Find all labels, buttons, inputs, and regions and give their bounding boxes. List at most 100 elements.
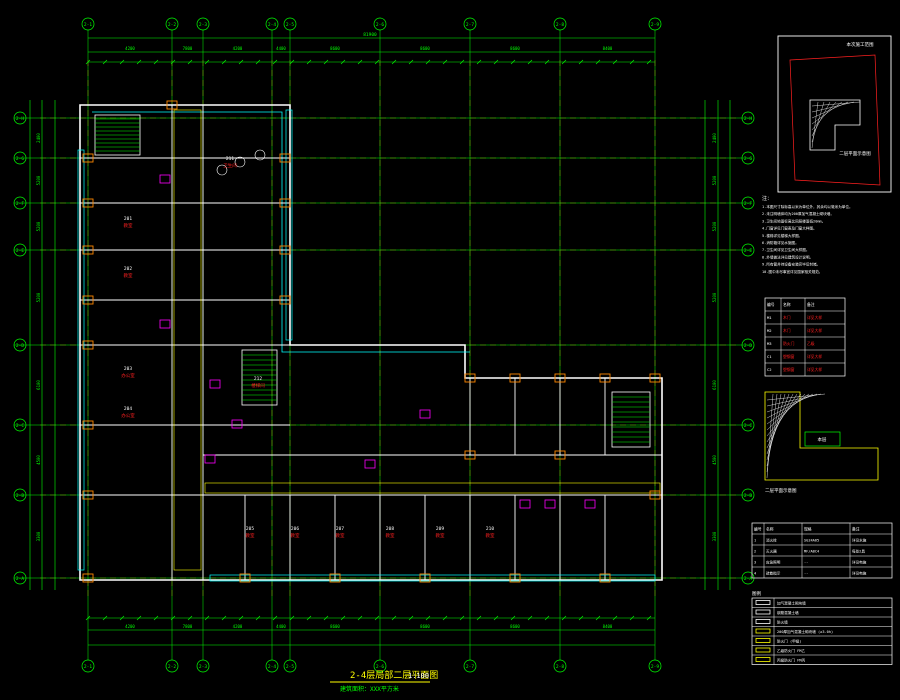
structural-column	[82, 420, 94, 430]
room-name: 教室	[124, 222, 133, 229]
dim-bay-top: 8600	[330, 46, 340, 51]
dim-bay-bottom: 7800	[183, 624, 193, 629]
room-number: 207	[336, 526, 344, 532]
dim-tick-top	[561, 59, 567, 65]
fire-table-cell: 灭火器	[766, 549, 777, 554]
structural-column	[82, 573, 94, 583]
small-plan-tag: 本层	[818, 436, 827, 443]
dim-bay-bottom: 8600	[510, 624, 520, 629]
dim-tick-bottom	[289, 615, 295, 621]
grid-bubble-top	[196, 17, 210, 31]
grid-bubble-bottom	[283, 659, 297, 673]
structural-column	[82, 198, 94, 208]
room-number: 202	[124, 266, 132, 272]
small-plan-tag-box	[804, 431, 841, 447]
dim-overall-top: 81900	[363, 32, 377, 38]
structural-column	[599, 573, 611, 583]
grid-bubble-right	[741, 338, 755, 352]
structural-column	[279, 198, 291, 208]
dim-tick-top	[136, 59, 142, 65]
dim-row-left: 6100	[36, 380, 41, 390]
fire-table-header: 编号	[754, 527, 762, 532]
grid-label-left: 2-H	[16, 116, 24, 122]
door-table-cell: C1	[767, 354, 772, 359]
dim-tick-bottom	[187, 615, 193, 621]
exterior-wall	[79, 104, 663, 581]
dim-tick-top	[595, 59, 601, 65]
fire-table-cell: 详见电施	[852, 560, 867, 565]
dim-tick-top	[357, 59, 363, 65]
room-name: 教室	[436, 532, 445, 539]
grid-label-bottom: 2-8	[556, 664, 564, 670]
dim-tick-bottom	[527, 615, 533, 621]
grid-bubble-top	[265, 17, 279, 31]
grid-bubble-top	[283, 17, 297, 31]
dim-tick-bottom	[561, 615, 567, 621]
small-plan-hatch	[766, 393, 778, 473]
grid-label-bottom: 2-2	[168, 664, 176, 670]
room-name: 楼梯间	[251, 382, 265, 389]
fire-table-cell: 消火栓	[766, 538, 777, 543]
room-name: 教室	[246, 532, 255, 539]
structural-column	[419, 573, 431, 583]
notes-line: 2.未注明墙体均为200厚加气混凝土砌块墙。	[762, 211, 834, 216]
grid-bubble-left	[13, 196, 27, 210]
fire-table-cell: 3	[754, 561, 756, 565]
grid-bubble-left	[13, 111, 27, 125]
keyplan-hatch	[811, 101, 831, 137]
toilet-fixture	[254, 149, 266, 161]
dim-tick-bottom	[493, 615, 499, 621]
dim-tick-top	[85, 59, 91, 65]
structural-column	[82, 245, 94, 255]
dim-tick-bottom	[612, 615, 618, 621]
room-number: 212	[254, 376, 262, 382]
dim-tick-top	[272, 59, 278, 65]
dim-tick-bottom	[391, 615, 397, 621]
dim-tick-top	[255, 59, 261, 65]
dim-tick-top	[187, 59, 193, 65]
notes-line: 1.本图尺寸除标高以米为单位外，其余均以毫米为单位。	[762, 204, 853, 209]
grid-label-left: 2-D	[16, 343, 24, 349]
small-plan-hatch	[766, 393, 786, 461]
structural-column	[554, 373, 566, 383]
grid-bubble-bottom	[373, 659, 387, 673]
grid-label-right: 2-F	[744, 201, 752, 207]
keyplan-label-bottom: 二层平面示意图	[839, 150, 871, 157]
grid-label-bottom: 2-4	[268, 664, 276, 670]
dim-tick-bottom	[544, 615, 550, 621]
grid-bubble-bottom	[81, 659, 95, 673]
dim-tick-bottom	[357, 615, 363, 621]
grid-label-top: 2-4	[268, 22, 276, 28]
fire-hydrant	[544, 499, 556, 509]
grid-label-right: 2-H	[744, 116, 752, 122]
dim-tick-bottom	[221, 615, 227, 621]
structural-column	[509, 573, 521, 583]
room-name: 办公室	[121, 372, 135, 379]
grid-label-top: 2-6	[376, 22, 384, 28]
notes-line: 8.外墙做法详见建筑设计说明。	[762, 254, 813, 259]
grid-label-right: 2-G	[744, 156, 752, 162]
dim-tick-bottom	[323, 615, 329, 621]
fire-hydrant	[159, 319, 171, 329]
door-table-cell: 防火门	[783, 341, 795, 346]
dim-tick-top	[612, 59, 618, 65]
grid-bubble-left	[13, 488, 27, 502]
structural-column	[279, 153, 291, 163]
keyplan-hatch	[811, 101, 843, 125]
dim-row-right: 4500	[712, 455, 717, 465]
dim-tick-top	[527, 59, 533, 65]
grid-bubble-right	[741, 151, 755, 165]
dim-tick-top	[323, 59, 329, 65]
toilet-fixture	[234, 156, 246, 168]
dim-tick-bottom	[408, 615, 414, 621]
structural-column	[464, 450, 476, 460]
door-table-cell: 塑钢窗	[783, 354, 795, 359]
grid-bubble-left	[13, 418, 27, 432]
fire-table-cell: 每处2具	[852, 549, 865, 554]
small-plan-hatch	[766, 393, 782, 467]
dim-tick-top	[646, 59, 652, 65]
dim-tick-bottom	[510, 615, 516, 621]
structural-column	[279, 245, 291, 255]
dim-tick-bottom	[306, 615, 312, 621]
